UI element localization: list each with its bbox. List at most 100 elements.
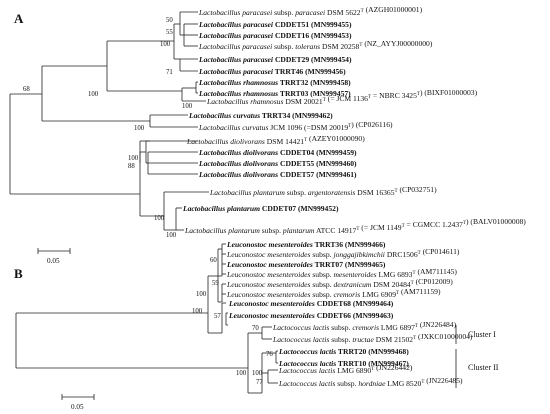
taxon-label-part: Lactococcus lactis	[278, 366, 335, 375]
taxon-label-part: LMG 6893	[377, 270, 413, 279]
taxon-label-part: Lactobacillus paracasei	[198, 31, 274, 40]
taxon-label: Lactobacillus rhamnosus TRRT03 (MN999457…	[198, 89, 351, 98]
taxon-label-part: Lactobacillus curvatus	[198, 123, 268, 132]
bootstrap-value: 77	[256, 379, 263, 386]
taxon-label-part: CDDET29 (MN999454)	[273, 55, 352, 64]
bootstrap-value: 100	[252, 370, 263, 377]
taxon-label-part: (JN226485)	[424, 376, 463, 385]
taxon-label-part: mesenteroides	[333, 270, 376, 279]
taxon-label-part: subsp.	[310, 290, 333, 299]
taxon-label-part: CDDET57 (MN999461)	[278, 170, 357, 179]
taxon-label: Lactococcus lactis subsp. hordniae LMG 8…	[278, 376, 463, 388]
taxon-label: Lactococcus lactis TRRT20 (MN999468)	[278, 347, 409, 356]
panel-a-tree-branches	[9, 11, 209, 231]
taxon-label-part: hordniae	[358, 379, 386, 388]
taxon-label-part: DSM 14421	[265, 137, 304, 146]
taxon-label-part: Leuconostoc mesenteroides	[226, 280, 310, 289]
taxon-label-part: Lactobacillus paracasei	[198, 67, 274, 76]
taxon-label-part: T	[304, 138, 307, 143]
taxon-label-part: = NBRC 3425	[371, 91, 417, 100]
taxon-label-part: CDDET68 (MN999464)	[315, 299, 394, 308]
taxon-label-part: Leuconostoc mesenteroides	[226, 260, 313, 269]
taxon-label-part: Lactobacillus diolivorans	[198, 159, 278, 168]
taxon-label-part: (JXKC01000004)	[416, 332, 473, 341]
taxon-label-part: subsp.	[310, 250, 333, 259]
taxon-label-part: TRRT07 (MN999465)	[313, 260, 386, 269]
taxon-label-part: DSM 21502	[374, 335, 413, 344]
taxon-label-part: (= JCM 1149	[359, 223, 401, 232]
cluster-i-label: Cluster I	[468, 330, 496, 339]
taxon-label-part: TRRT03 (MN999457)	[278, 89, 351, 98]
taxon-label-part: T	[396, 291, 399, 296]
taxon-label-part: T	[361, 9, 364, 14]
taxon-label-part: CDDET16 (MN999453)	[273, 31, 352, 40]
taxon-label-part: Lactobacillus paracasei	[198, 20, 274, 29]
taxon-label-part: T	[421, 380, 424, 385]
taxon-label-part: (AZEY01000090)	[307, 134, 365, 143]
taxon-label-part: subsp.	[310, 280, 333, 289]
taxon-label: Lactobacillus curvatus TRRT34 (MN999462)	[188, 111, 333, 120]
taxon-label: Leuconostoc mesenteroides TRRT07 (MN9994…	[226, 260, 386, 269]
taxon-label-part: tolerans	[295, 42, 320, 51]
taxon-label-part: (JN226484)	[418, 320, 457, 329]
taxon-label: Lactobacillus paracasei subsp. paracasei…	[198, 5, 423, 17]
bootstrap-value: 100	[236, 370, 247, 377]
bootstrap-value: 100	[182, 103, 193, 110]
taxon-label-part: DSM 20484	[371, 280, 410, 289]
taxon-label-part: T	[356, 227, 359, 232]
taxon-label-part: subsp.	[260, 226, 283, 235]
taxon-label: Lactococcus lactis subsp. cremoris LMG 6…	[272, 320, 457, 332]
taxon-label-part: T	[411, 281, 414, 286]
panel-a-bootstrap-values: 50 55 100 71 100 100 68 100 100 88 100 1…	[23, 17, 193, 239]
taxon-label-part: Lactobacillus plantarum	[182, 204, 260, 213]
bootstrap-value: 57	[214, 313, 221, 320]
taxon-label-part: Lactococcus lactis	[278, 359, 336, 368]
taxon-label: Lactobacillus paracasei TRRT46 (MN999456…	[198, 67, 346, 76]
panel-a-letter: A	[14, 11, 24, 26]
taxon-label-part: Lactobacillus diolivorans	[186, 137, 265, 146]
taxon-label: Lactobacillus paracasei CDDET29 (MN99945…	[198, 55, 352, 64]
taxon-label-part: subsp.	[329, 335, 352, 344]
taxon-label-part: argentoratensis	[308, 188, 355, 197]
taxon-label-part: cremoris	[333, 290, 360, 299]
taxon-label: Lactobacillus rhamnosus DSM 20021T (= JC…	[206, 88, 478, 106]
taxon-label-part: subsp.	[310, 270, 333, 279]
taxon-label-part: LMG 6897	[379, 323, 415, 332]
taxon-label-part: plantarum	[282, 226, 315, 235]
taxon-label-part: Lactobacillus diolivorans	[198, 170, 278, 179]
taxon-label-part: dextranicum	[333, 280, 371, 289]
taxon-label-part: T	[412, 271, 415, 276]
taxon-label-part: tructae	[352, 335, 374, 344]
taxon-label-part: TRRT10 (MN999467)	[336, 359, 409, 368]
bootstrap-value: 100	[166, 232, 177, 239]
bootstrap-value: 100	[88, 91, 99, 98]
taxon-label-part: ) (BIXF01000003)	[420, 88, 478, 97]
taxon-label-part: ) (CP026116)	[351, 120, 393, 129]
taxon-label-part: Lactobacillus rhamnosus	[206, 97, 283, 106]
bootstrap-value: 68	[23, 86, 30, 93]
taxon-label-part: subsp.	[329, 323, 352, 332]
panel-a-taxa-labels: Lactobacillus paracasei subsp. paracasei…	[182, 5, 526, 235]
taxon-label-part: Lactobacillus paracasei	[198, 55, 274, 64]
taxon-label-part: CDDET51 (MN999455)	[273, 20, 352, 29]
taxon-label-part: subsp.	[285, 188, 308, 197]
taxon-label: Lactobacillus paracasei CDDET51 (MN99945…	[198, 20, 352, 29]
taxon-label-part: CDDET07 (MN999452)	[260, 204, 339, 213]
taxon-label: Leuconostoc mesenteroides CDDET68 (MN999…	[228, 299, 394, 308]
bootstrap-value: 76	[266, 351, 273, 358]
panel-b-letter: B	[14, 266, 23, 281]
taxon-label-part: CDDET04 (MN999459)	[278, 148, 357, 157]
panel-b-tree-branches	[15, 243, 278, 394]
taxon-label: Leuconostoc mesenteroides TRRT36 (MN9994…	[226, 240, 386, 249]
taxon-label-part: T	[417, 92, 420, 97]
taxon-label-part: T	[463, 221, 466, 226]
taxon-label-part: DSM 20258	[320, 42, 359, 51]
taxon-label-part: Leuconostoc mesenteroides	[226, 250, 310, 259]
taxon-label-part: T	[323, 98, 326, 103]
taxon-label: Lactococcus lactis subsp. tructae DSM 21…	[272, 332, 473, 344]
taxon-label-part: cremoris	[352, 323, 379, 332]
taxon-label-part: Lactobacillus plantarum	[184, 226, 260, 235]
taxon-label-part: Lactobacillus curvatus	[188, 111, 260, 120]
bootstrap-value: 100	[196, 291, 207, 298]
